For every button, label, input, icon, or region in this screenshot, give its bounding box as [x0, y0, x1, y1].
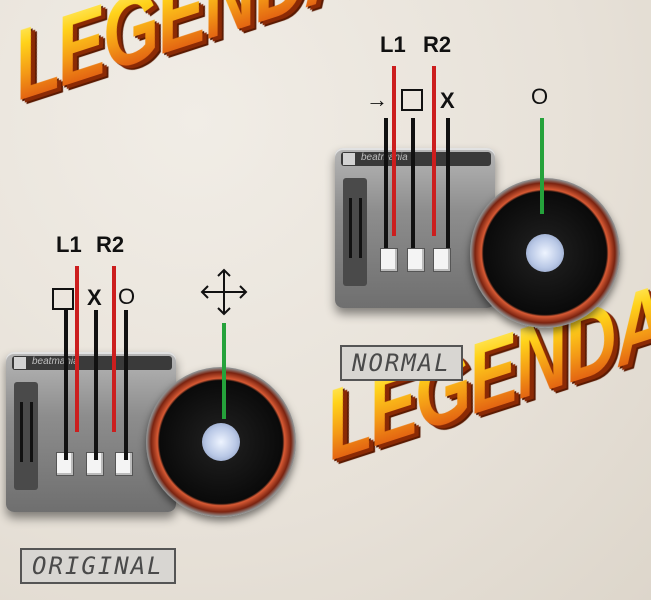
normal-mode-label: NORMAL: [340, 345, 463, 381]
key-1[interactable]: [380, 248, 398, 272]
logo-icon: [343, 153, 355, 165]
l1-line: [392, 66, 396, 236]
original-controller: beatmania: [6, 352, 316, 524]
panel-header: beatmania: [341, 152, 491, 166]
slider-area: [14, 382, 38, 490]
normal-controller: beatmania: [335, 148, 635, 320]
slider-area: [343, 178, 367, 286]
legenda-title-top: LEGENDA: [8, 0, 359, 117]
circle-line: [124, 310, 128, 460]
brand-text: beatmania: [32, 356, 79, 367]
turntable-label: [526, 234, 564, 272]
arrow-line: [384, 118, 388, 248]
dpad-arrows-icon: [198, 266, 250, 318]
r2-line: [432, 66, 436, 236]
label-arrow-normal: →: [366, 87, 388, 113]
label-circle-normal: O: [531, 84, 548, 110]
slider-line: [20, 402, 23, 462]
logo-icon: [14, 357, 26, 369]
original-mode-label: ORIGINAL: [20, 548, 176, 584]
label-x-normal: X: [440, 88, 455, 114]
r2-line: [112, 266, 116, 432]
key-2[interactable]: [407, 248, 425, 272]
key-3[interactable]: [433, 248, 451, 272]
square-icon: [401, 89, 423, 111]
square-line: [64, 310, 68, 460]
x-line: [446, 118, 450, 248]
label-x-original: X: [87, 285, 102, 311]
slider-line: [349, 198, 352, 258]
label-r2-normal: R2: [423, 32, 451, 58]
label-circle-original: O: [118, 284, 135, 310]
label-r2-original: R2: [96, 232, 124, 258]
label-l1-normal: L1: [380, 32, 406, 58]
x-line: [94, 310, 98, 460]
turntable[interactable]: [146, 367, 296, 517]
l1-line: [75, 266, 79, 432]
slider-line: [359, 198, 362, 258]
slider-line: [30, 402, 33, 462]
panel-header: beatmania: [12, 356, 172, 370]
square-line: [411, 118, 415, 248]
turntable[interactable]: [470, 178, 620, 328]
turntable-label: [202, 423, 240, 461]
circle-line: [540, 118, 544, 214]
square-icon: [52, 288, 74, 310]
label-l1-original: L1: [56, 232, 82, 258]
turntable-line: [222, 323, 226, 419]
